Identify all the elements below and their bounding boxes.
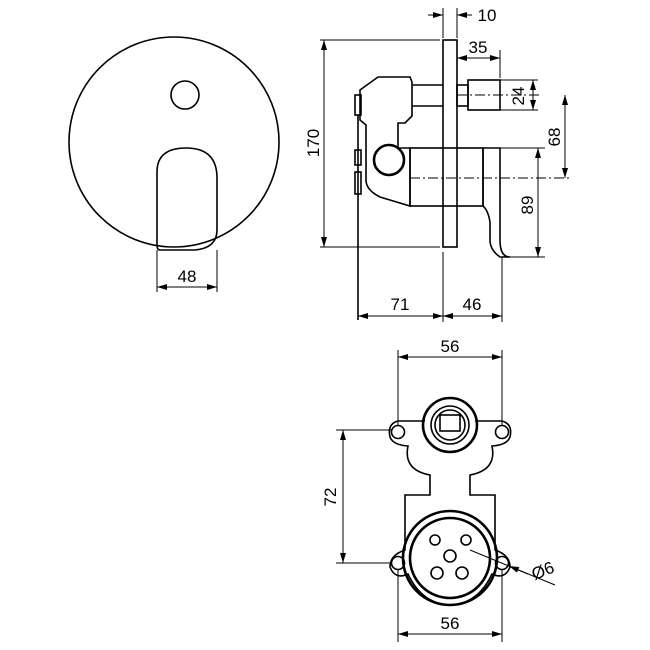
lever-side xyxy=(482,147,511,258)
dim-label-plate-thickness: 10 xyxy=(478,6,497,25)
dim-label-hole-diameter: Ø6 xyxy=(529,558,557,584)
dim-label-vertical-hole-spacing: 72 xyxy=(321,488,340,507)
cartridge-seat xyxy=(401,509,499,607)
outlet-fitting xyxy=(421,396,479,454)
dim-label-lever-width: 48 xyxy=(178,267,197,286)
front-view: 48 xyxy=(68,36,280,292)
dim-label-plate-height: 170 xyxy=(304,129,323,157)
dim-label-outlet-diameter: 24 xyxy=(509,87,528,106)
dim-label-lever-drop: 89 xyxy=(518,196,537,215)
wall-plate xyxy=(442,39,458,248)
diverter-button xyxy=(170,80,200,110)
valve-body xyxy=(359,76,413,208)
dim-label-bottom-hole-spacing: 56 xyxy=(441,614,460,633)
dim-label-lever-projection: 46 xyxy=(463,295,482,314)
cartridge-body xyxy=(409,147,484,207)
mounting-hole xyxy=(494,424,510,440)
dim-label-body-depth: 71 xyxy=(391,295,410,314)
dim-label-top-hole-spacing: 56 xyxy=(441,337,460,356)
inlet-connection xyxy=(372,143,406,177)
dim-label-outlet-projection: 35 xyxy=(469,38,488,57)
mounting-hole xyxy=(390,424,406,440)
cover-plate-outline xyxy=(68,36,280,248)
lever-handle xyxy=(156,147,218,251)
side-view: 10 35 24 68 170 89 71 46 xyxy=(304,6,570,322)
rear-view: 56 72 56 Ø6 xyxy=(321,337,557,642)
dim-label-outlet-to-lever: 68 xyxy=(545,128,564,147)
